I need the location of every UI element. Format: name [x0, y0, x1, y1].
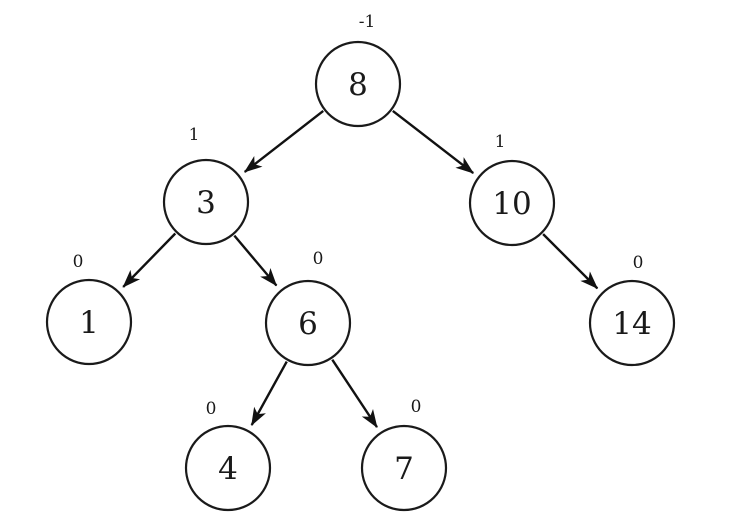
- node-value-3: 3: [196, 185, 216, 221]
- node-circle-4[interactable]: [184, 424, 272, 512]
- balance-factor-label-4: 0: [206, 399, 217, 419]
- node-value-4: 4: [218, 451, 238, 487]
- balance-factor-label-10: 1: [495, 132, 506, 152]
- tree-edge-6-to-4: [250, 360, 288, 426]
- tree-node-8[interactable]: 8 -1: [314, 12, 402, 128]
- tree-edge-3-to-1: [122, 232, 177, 288]
- node-value-8: 8: [348, 67, 368, 103]
- node-circle-1[interactable]: [45, 278, 133, 366]
- node-value-6: 6: [298, 306, 318, 342]
- tree-node-14[interactable]: 14 0: [588, 253, 676, 367]
- tree-edge-3-to-6: [233, 234, 278, 287]
- node-circle-6[interactable]: [264, 279, 352, 367]
- tree-node-6[interactable]: 60: [264, 249, 352, 367]
- balance-factor-label-8: -1: [359, 12, 376, 32]
- tree-edges-group: [122, 109, 599, 428]
- tree-edge-10-to-14: [542, 233, 599, 290]
- balance-factor-label-1: 0: [73, 252, 84, 272]
- tree-node-7[interactable]: 70: [360, 397, 448, 512]
- node-circle-7[interactable]: [360, 424, 448, 512]
- tree-node-10[interactable]: 10 1: [468, 132, 556, 247]
- tree-node-4[interactable]: 40: [184, 399, 272, 512]
- balance-factor-label-7: 0: [411, 397, 422, 417]
- node-circle-8[interactable]: [314, 40, 402, 128]
- tree-edge-8-to-3: [243, 110, 324, 173]
- node-circle-14[interactable]: [588, 279, 676, 367]
- tree-node-1[interactable]: 10: [45, 252, 133, 366]
- tree-edge-8-to-10: [392, 109, 474, 174]
- node-circle-3[interactable]: [162, 158, 250, 246]
- node-circle-10[interactable]: [468, 159, 556, 247]
- balance-factor-label-6: 0: [313, 249, 324, 269]
- balance-factor-label-14: 0: [633, 253, 644, 273]
- node-value-14: 14: [612, 306, 651, 342]
- tree-edge-6-to-7: [331, 359, 378, 428]
- tree-node-3[interactable]: 31: [162, 125, 250, 246]
- node-value-7: 7: [394, 451, 414, 487]
- node-value-10: 10: [492, 186, 531, 222]
- node-value-1: 1: [79, 305, 99, 341]
- balance-factor-label-3: 1: [189, 125, 200, 145]
